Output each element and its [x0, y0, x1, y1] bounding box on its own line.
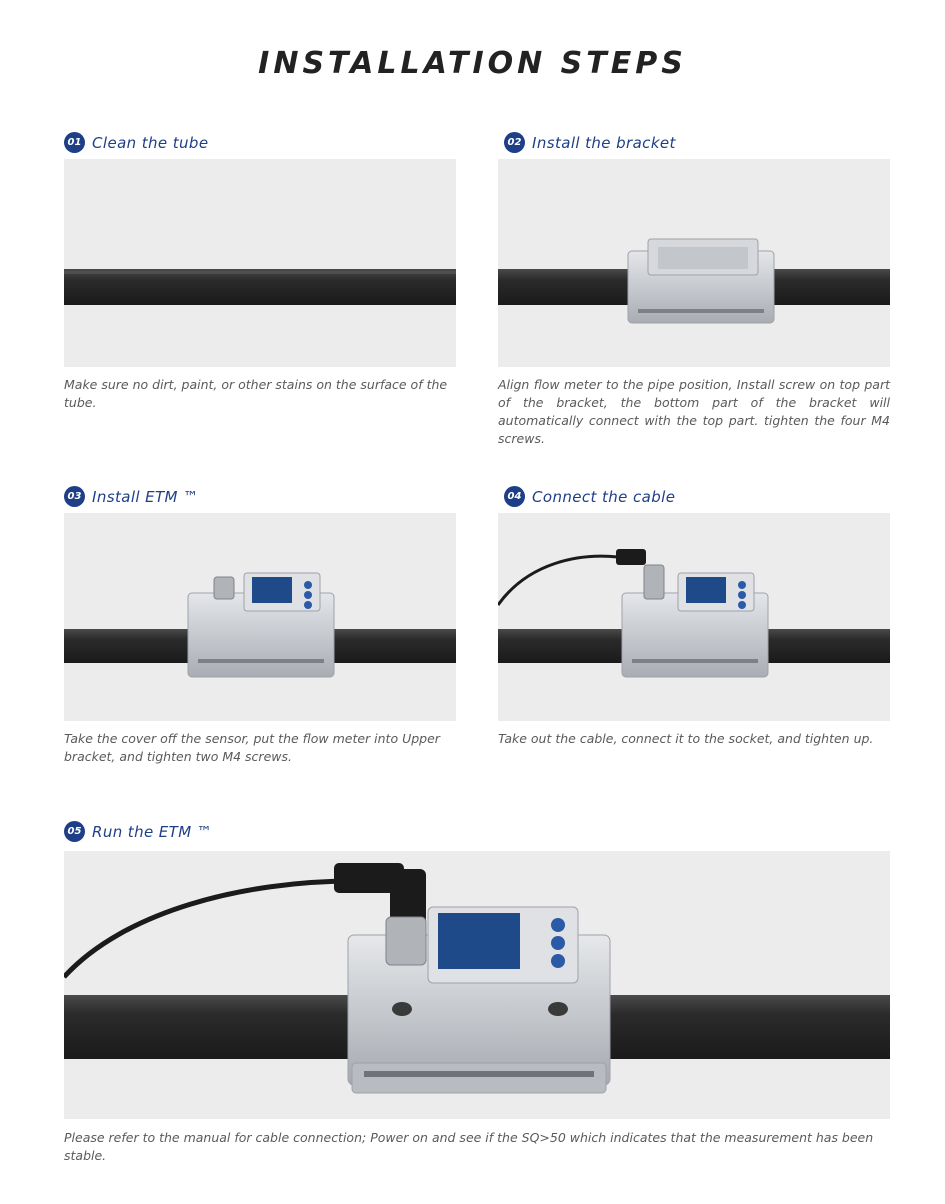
- step-5-image: [64, 851, 890, 1119]
- step-3-header: 03 Install ETM ™: [64, 486, 198, 507]
- step-5-header: 05 Run the ETM ™: [64, 821, 212, 842]
- step-4-header: 04 Connect the cable: [504, 486, 675, 507]
- step-4-title: Connect the cable: [532, 487, 676, 506]
- step-2-image: [498, 159, 890, 367]
- step-4-description: Take out the cable, connect it to the so…: [498, 731, 874, 746]
- step-1-description: Make sure no dirt, paint, or other stain…: [64, 377, 448, 410]
- step-4-image: [498, 513, 890, 721]
- step-4-badge: 04: [504, 486, 525, 507]
- step-3-badge: 03: [64, 486, 85, 507]
- step-2-title: Install the bracket: [532, 133, 676, 152]
- step-1-title: Clean the tube: [92, 133, 209, 152]
- step-2-badge: 02: [504, 132, 525, 153]
- page-title: INSTALLATION STEPS: [258, 46, 687, 81]
- step-5-badge: 05: [64, 821, 85, 842]
- step-3-title: Install ETM ™: [92, 487, 199, 506]
- step-2-description: Align flow meter to the pipe position, I…: [498, 377, 890, 446]
- step-3-description: Take the cover off the sensor, put the f…: [64, 731, 440, 764]
- step-2-header: 02 Install the bracket: [504, 132, 676, 153]
- step-1-image: [64, 159, 456, 367]
- step-1-badge: 01: [64, 132, 85, 153]
- step-5-title: Run the ETM ™: [92, 822, 213, 841]
- step-1-header: 01 Clean the tube: [64, 132, 208, 153]
- step-5-description: Please refer to the manual for cable con…: [64, 1130, 874, 1163]
- step-3-image: [64, 513, 456, 721]
